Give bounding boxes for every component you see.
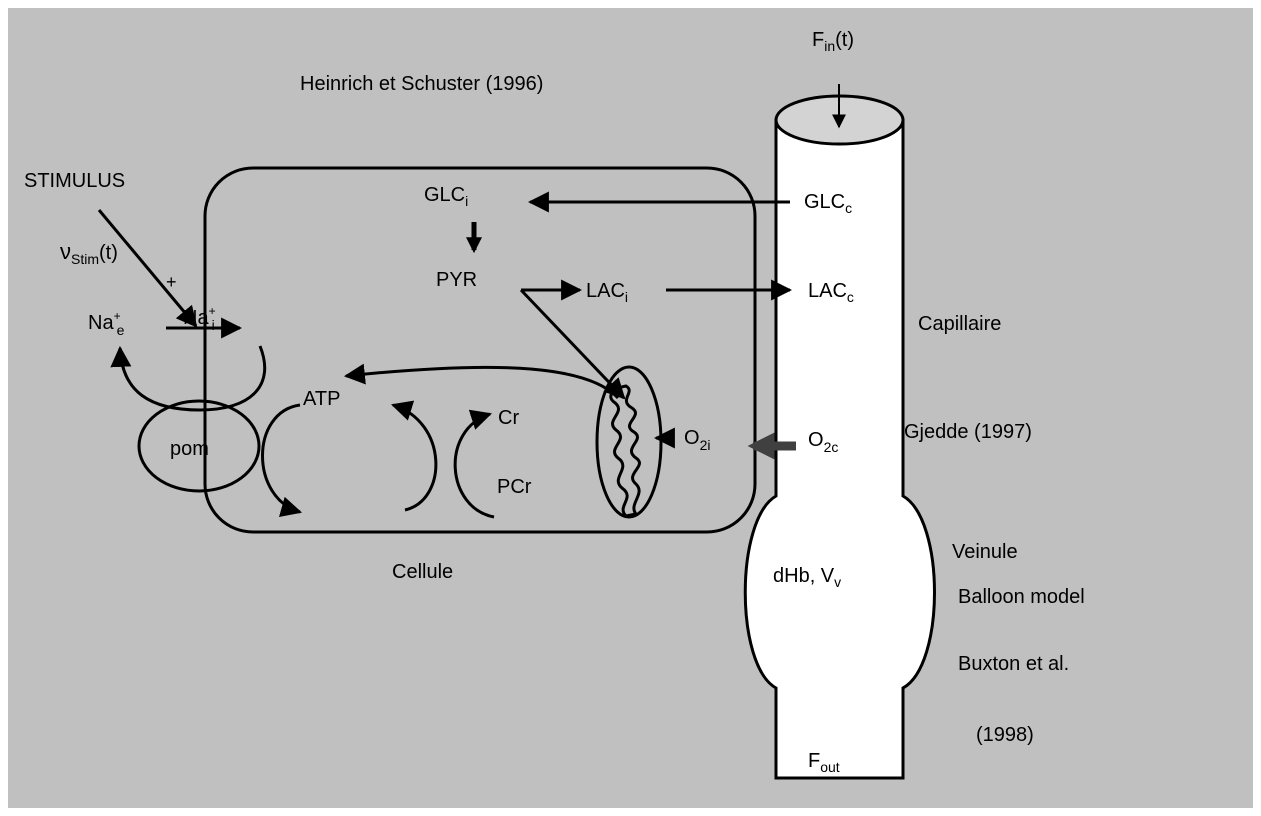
capillary-tube <box>743 118 936 780</box>
dhb-label: dHb, Vv <box>773 565 841 590</box>
o2i-label: O2i <box>684 427 710 453</box>
cr-label: Cr <box>498 407 519 429</box>
pyr-label: PYR <box>436 269 477 291</box>
glc-i-label: GLCi <box>424 184 468 209</box>
o2c-label: O2c <box>808 429 838 455</box>
na-e-label: Na+e <box>88 309 125 338</box>
fout-label: Fout <box>808 750 840 775</box>
pcr-label: PCr <box>497 476 532 498</box>
pyr-to-mito-arrow <box>519 288 626 400</box>
cellule-label: Cellule <box>392 561 453 583</box>
na-i-label: Na+i <box>183 304 216 333</box>
atp-arrow <box>343 363 620 400</box>
mitochondrion-cristae <box>609 384 641 518</box>
ck-arc-right <box>453 409 495 519</box>
pump-arc-right <box>261 403 303 517</box>
veinule-label: Veinule <box>952 541 1018 563</box>
pump-arc-top <box>110 345 267 412</box>
plus-label: + <box>166 272 177 292</box>
lac-i-label: LACi <box>586 280 628 305</box>
buxton-year-label: (1998) <box>976 724 1034 746</box>
ck-arc-left <box>390 400 438 512</box>
lac-c-label: LACc <box>808 280 854 305</box>
stimulus-label: STIMULUS <box>24 170 125 192</box>
stimulus-arrow <box>97 209 198 328</box>
ref-heinrich-label: Heinrich et Schuster (1996) <box>300 73 543 95</box>
pump-ellipse <box>137 399 261 493</box>
buxton-label: Buxton et al. <box>958 653 1069 675</box>
atp-label: ATP <box>303 388 340 410</box>
capillaire-label: Capillaire <box>918 313 1001 335</box>
cell-membrane <box>203 166 757 534</box>
vstim-label: νStim(t) <box>60 239 118 267</box>
balloon-label: Balloon model <box>958 586 1085 608</box>
pump-label: pom <box>170 438 209 460</box>
fin-label: Fin(t) <box>812 29 854 54</box>
gjedde-label: Gjedde (1997) <box>904 421 1032 443</box>
glc-c-label: GLCc <box>804 191 852 216</box>
